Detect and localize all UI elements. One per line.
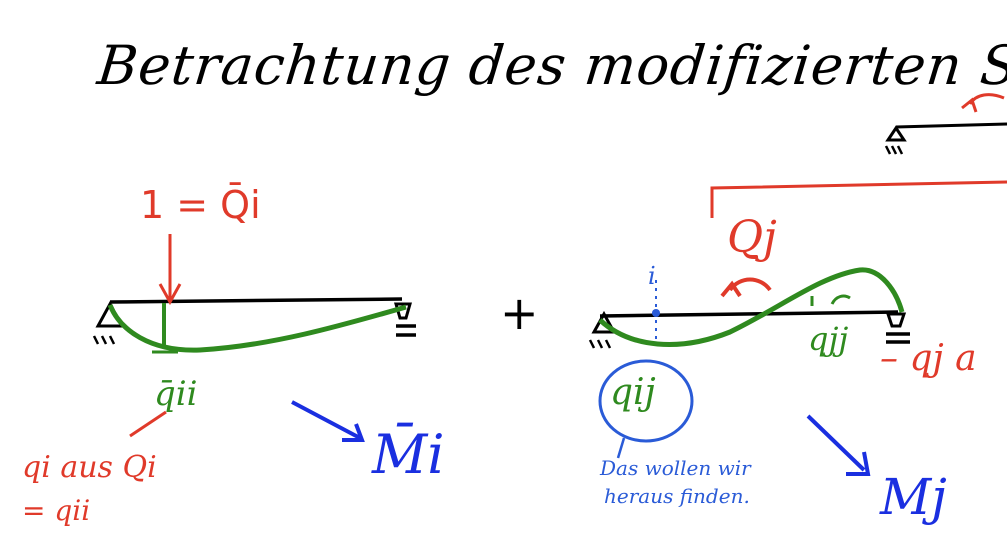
unknown-circle [598,359,694,443]
right-point-marker: i [648,262,656,290]
left-note-line-2: = qii [22,494,91,527]
red-bracket [710,180,1007,218]
right-deflection-curve [598,267,905,347]
plus-operator: + [500,286,539,340]
page-title: Betrachtung des modifizierten Systems : [94,34,1007,97]
left-force-arrow-icon [158,234,182,306]
right-beam-system [588,267,910,476]
left-deflection-curve [107,303,407,353]
right-moment-arrow-icon [806,414,871,476]
left-beam-system [92,234,416,442]
left-moment-arrow-icon [291,400,365,442]
left-moment-label: M̄i [372,423,445,486]
right-side-note: – qj a [880,338,977,379]
right-moment-label: Mj [880,468,947,526]
right-load-label: Qj [727,212,777,263]
right-unknown-label: qij [610,372,656,413]
right-deflection-label: qjj [808,320,849,358]
top-right-pin-support-icon [885,125,907,142]
left-force-label: 1 = Q̄i [140,183,261,227]
left-roller-support-icon [394,302,412,320]
right-note-line-1: Das wollen wir [600,456,751,480]
right-pin-support-icon [591,310,617,334]
right-roller-support-icon [885,312,907,328]
right-beam [599,310,899,318]
left-beam [109,297,403,304]
right-note-line-2: heraus finden. [604,484,750,508]
left-note-line-1: qi aus Qi [22,450,157,485]
top-right-system [710,93,1007,218]
left-deflection-label: q̄ii [154,374,198,414]
